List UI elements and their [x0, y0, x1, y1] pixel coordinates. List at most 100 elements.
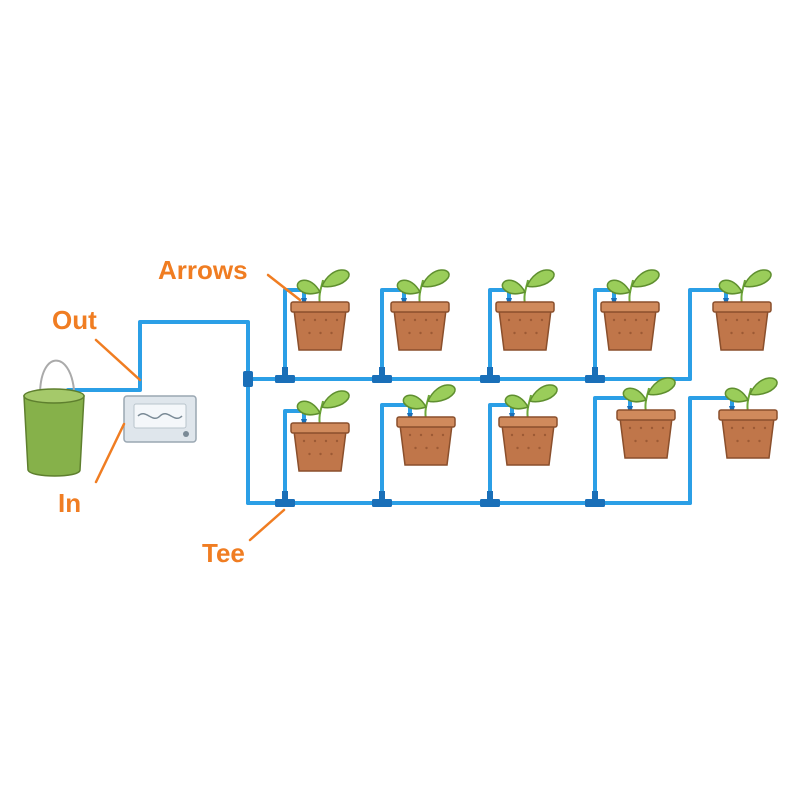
pot-texture — [330, 331, 333, 335]
label-in: In — [58, 488, 82, 518]
pot-texture — [724, 318, 728, 322]
pot-texture — [521, 433, 525, 437]
pot-texture — [510, 433, 514, 437]
pot-texture — [313, 439, 317, 443]
branch-pipe — [488, 288, 511, 381]
label-pointers — [94, 273, 302, 542]
pot-texture — [763, 426, 767, 430]
pot-rim — [600, 301, 660, 313]
tee-branch — [282, 491, 288, 501]
tee-body — [372, 499, 392, 507]
pot-texture — [419, 331, 422, 335]
branch-pipe — [380, 288, 406, 381]
pot-texture — [330, 452, 333, 456]
leaf-right — [320, 390, 350, 409]
pot-texture — [436, 446, 439, 450]
leaf-left — [296, 400, 322, 416]
potted-plant-icon — [495, 269, 555, 351]
potted-plant-icon — [390, 269, 450, 351]
pot-texture — [335, 439, 339, 443]
leaf-right — [420, 269, 450, 288]
leaf-right — [646, 377, 676, 396]
pot-texture — [634, 439, 637, 443]
tee-connector-icon — [275, 367, 295, 383]
pointer-tee — [248, 508, 286, 542]
tee-branch — [487, 367, 493, 377]
pot-texture — [308, 331, 311, 335]
pot-texture — [414, 446, 417, 450]
tee-connector-icon — [480, 491, 500, 507]
pot-body — [399, 424, 453, 466]
pot-body — [393, 309, 447, 351]
pot-texture — [645, 439, 648, 443]
tee-branch — [487, 491, 493, 501]
pot-texture — [623, 318, 627, 322]
pot-texture — [730, 331, 733, 335]
potted-plant-icon — [396, 384, 456, 466]
pot-texture — [757, 318, 761, 322]
pot-texture — [319, 331, 322, 335]
pot-texture — [612, 318, 616, 322]
pot-texture — [752, 426, 756, 430]
pot-texture — [629, 331, 632, 335]
pot-texture — [736, 439, 739, 443]
pot-texture — [730, 426, 734, 430]
pot-rim — [396, 416, 456, 428]
leaf-right — [630, 269, 660, 288]
leaf-right — [742, 269, 772, 288]
leaf-right — [528, 384, 558, 403]
branch-pipe — [688, 396, 734, 505]
tee-connector-icon — [480, 367, 500, 383]
potted-plant-icon — [498, 384, 558, 466]
potted-plant-icon — [290, 390, 350, 472]
pot-rim — [718, 409, 778, 421]
tee-connector-icon — [585, 491, 605, 507]
tee-connector-icon — [372, 491, 392, 507]
pot-texture — [507, 318, 511, 322]
pot-texture — [313, 318, 317, 322]
timer-dial — [137, 413, 183, 419]
pot-texture — [650, 426, 654, 430]
potted-plant-icon — [712, 269, 772, 351]
tee-branch — [592, 367, 598, 377]
pot-texture — [441, 433, 445, 437]
tee-body — [372, 375, 392, 383]
pot-rim — [498, 416, 558, 428]
pot-texture — [618, 331, 621, 335]
potted-plant-icon — [290, 269, 350, 351]
pot-body — [715, 309, 769, 351]
pointer-in — [94, 422, 126, 484]
bucket-top — [23, 388, 85, 404]
label-arrows: Arrows — [158, 255, 248, 285]
pot-texture — [640, 331, 643, 335]
pot-texture — [402, 318, 406, 322]
pot-texture — [656, 439, 659, 443]
tee-branch — [282, 367, 288, 377]
pot-texture — [735, 318, 739, 322]
tee-body — [480, 375, 500, 383]
pot-texture — [758, 439, 761, 443]
pot-texture — [532, 433, 536, 437]
pointer-arrows — [266, 273, 302, 302]
pot-texture — [424, 318, 428, 322]
pot-texture — [540, 318, 544, 322]
tee-branch — [379, 491, 385, 501]
pot-texture — [425, 446, 428, 450]
pot-rim — [390, 301, 450, 313]
pot-texture — [746, 318, 750, 322]
leaf-right — [320, 269, 350, 288]
pot-texture — [430, 331, 433, 335]
tee-fittings — [243, 298, 735, 507]
pot-body — [293, 430, 347, 472]
leaf-left — [606, 279, 632, 295]
pot-texture — [413, 318, 417, 322]
branch-pipe — [593, 288, 616, 381]
pot-texture — [516, 446, 519, 450]
pot-texture — [645, 318, 649, 322]
pot-texture — [430, 433, 434, 437]
branch-pipe — [688, 288, 728, 381]
pot-texture — [535, 331, 538, 335]
pot-body — [619, 417, 673, 459]
pot-texture — [308, 452, 311, 456]
